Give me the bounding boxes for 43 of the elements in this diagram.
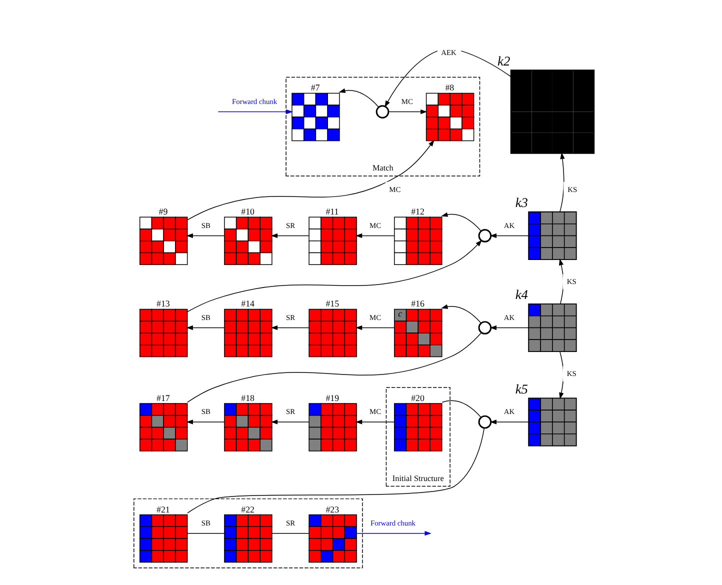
edge-label: SR — [286, 312, 296, 322]
node-text: #12 — [411, 206, 424, 217]
edge-label: MC — [401, 96, 413, 106]
edge-label: KS — [566, 368, 576, 378]
edge-label: MC — [370, 407, 382, 416]
node-label: #10 — [241, 206, 254, 217]
node-label: #14 — [241, 298, 254, 309]
edge-label: MC — [389, 184, 401, 194]
edge-label: Forward chunk — [370, 518, 416, 528]
edge-label: SB — [201, 220, 211, 230]
node-label: #17 — [156, 392, 170, 403]
node-label: #18 — [241, 392, 254, 403]
edge-label: SR — [286, 518, 296, 528]
node-label: #13 — [156, 298, 170, 309]
node-label: #8 — [445, 82, 454, 93]
edge-label: SB — [201, 312, 211, 322]
edge-label: SR — [286, 407, 296, 416]
node-label: k3 — [515, 195, 528, 210]
edge-label: Forward chunk — [232, 96, 278, 106]
edge-label: AK — [504, 407, 515, 416]
node-label: k2 — [498, 53, 510, 68]
edge-label: AK — [504, 220, 515, 230]
node-label: #20 — [411, 392, 424, 403]
node-text: #11 — [326, 206, 339, 217]
node-label: #19 — [326, 392, 340, 403]
node-label: #16 — [411, 298, 424, 309]
node-label: #9 — [158, 206, 168, 217]
edge-label: MC — [370, 220, 382, 230]
edge-label: SR — [286, 220, 296, 230]
edge-label: SB — [201, 407, 211, 416]
node-label: #23 — [326, 504, 340, 514]
edge-label: KS — [566, 276, 576, 286]
node-label: #7 — [310, 82, 320, 93]
node-label: k5 — [515, 381, 528, 396]
node-label: #15 — [326, 298, 340, 309]
edge-label: AK — [504, 312, 515, 322]
edge-label: AEK — [441, 48, 456, 58]
node-label: #21 — [156, 504, 170, 514]
edge-label: MC — [370, 312, 382, 322]
edge-label: SB — [201, 518, 211, 528]
node-label: #22 — [241, 504, 254, 514]
edge-label: KS — [568, 184, 578, 194]
node-label: k4 — [515, 287, 528, 302]
